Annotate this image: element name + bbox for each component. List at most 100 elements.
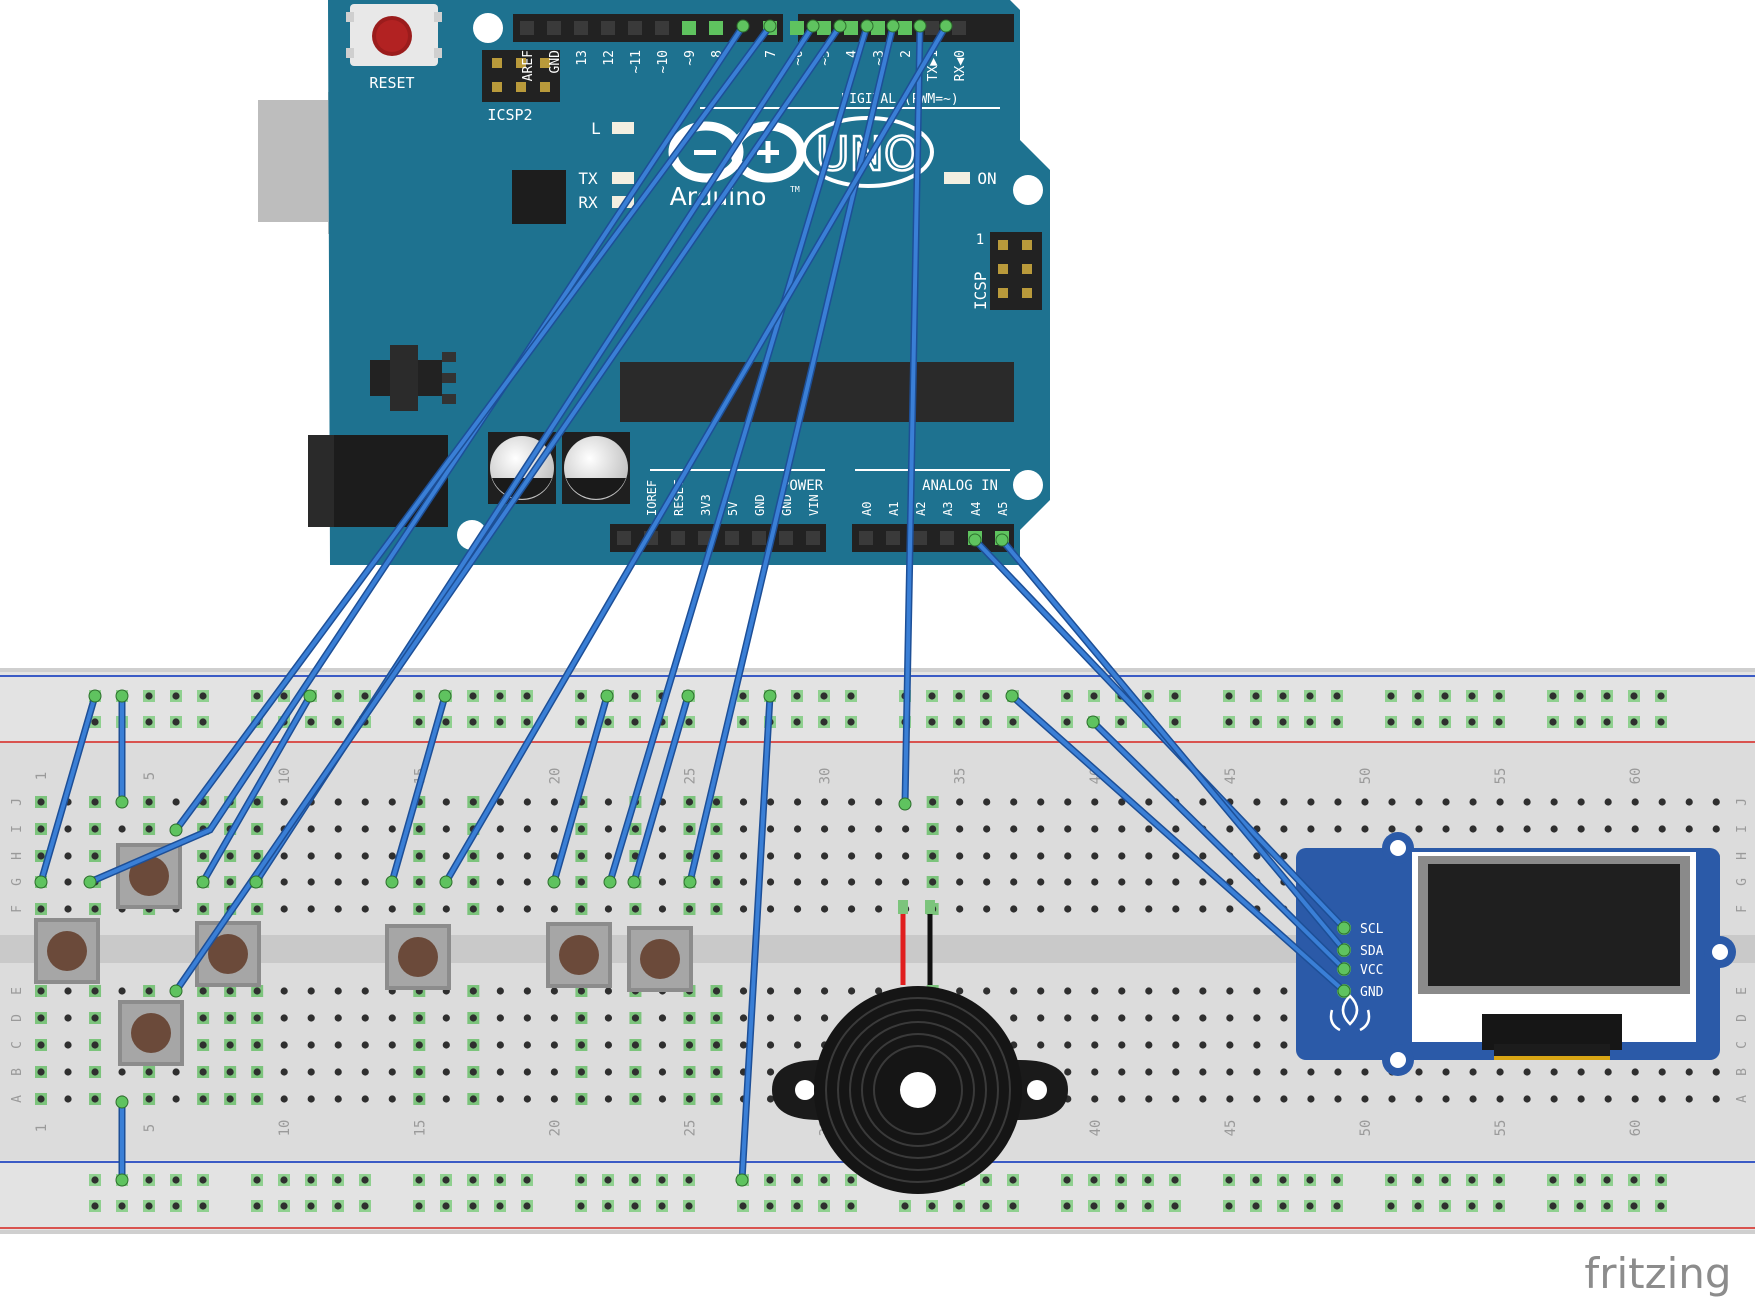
breadboard-hole: [658, 1068, 667, 1076]
wire-end: [735, 1173, 749, 1187]
rail-hole: [604, 718, 612, 726]
breadboard-hole: [1577, 798, 1585, 806]
digital-pin-label: ~9: [683, 50, 698, 66]
breadboard-hole: [172, 798, 180, 806]
breadboard-hole: [496, 798, 504, 806]
rail-hole: [334, 718, 342, 726]
rail-hole: [1306, 718, 1314, 726]
breadboard-hole: [1145, 1068, 1153, 1076]
breadboard-hole: [37, 852, 45, 860]
wire-end: [833, 19, 847, 33]
wire-end: [303, 689, 317, 703]
rail-hole: [1171, 718, 1179, 726]
breadboard-hole: [1172, 987, 1180, 995]
oled-screen: [1428, 864, 1680, 986]
wire-end: [438, 689, 452, 703]
rail-hole: [577, 1202, 585, 1210]
breadboard-hole: [929, 878, 937, 886]
wire-end: [736, 19, 750, 33]
rail-hole: [1576, 718, 1584, 726]
breadboard-hole: [1199, 905, 1207, 913]
breadboard-hole: [848, 798, 856, 806]
breadboard-hole: [820, 905, 829, 913]
rail-hole: [280, 1176, 288, 1184]
capacitor: [562, 432, 630, 504]
column-number: 5: [142, 772, 158, 780]
breadboard-hole: [1361, 1095, 1369, 1103]
rail-hole: [847, 718, 855, 726]
mount-hole: [1013, 175, 1043, 205]
rail-hole: [631, 692, 639, 700]
breadboard-hole: [280, 987, 288, 995]
breadboard-hole: [145, 1068, 153, 1076]
rail-hole: [1576, 692, 1584, 700]
rail-hole: [982, 1202, 990, 1210]
rail-hole: [1630, 692, 1638, 700]
breadboard-hole: [64, 1014, 72, 1022]
breadboard-hole: [577, 825, 586, 833]
rail-hole: [1549, 692, 1557, 700]
breadboard-hole: [1280, 1014, 1288, 1022]
icsp2-label: ICSP2: [487, 106, 532, 124]
wire-end: [1337, 921, 1351, 935]
digital-pin: [844, 21, 858, 35]
breadboard-hole: [766, 798, 775, 806]
rail-hole: [496, 718, 504, 726]
rail-hole: [334, 1202, 342, 1210]
breadboard-hole: [307, 1068, 315, 1076]
breadboard-hole: [902, 852, 910, 860]
rail-hole: [1171, 1202, 1179, 1210]
wire-end: [968, 533, 982, 547]
breadboard-hole: [1604, 1068, 1612, 1076]
oled-pin-label: SDA: [1360, 944, 1384, 959]
rail-hole: [469, 1176, 477, 1184]
breadboard-hole: [658, 1041, 667, 1049]
breadboard-hole: [929, 798, 937, 806]
breadboard-hole: [1145, 987, 1153, 995]
led-on-label: ON: [977, 169, 996, 188]
breadboard-hole: [1118, 1068, 1126, 1076]
breadboard-hole: [415, 1014, 423, 1022]
breadboard-hole: [37, 987, 45, 995]
breadboard-hole: [91, 852, 99, 860]
rail-hole: [1225, 718, 1233, 726]
breadboard-hole: [604, 1041, 613, 1049]
breadboard-hole: [685, 1095, 694, 1103]
breadboard-hole: [1280, 825, 1288, 833]
rail-hole: [469, 718, 477, 726]
breadboard-hole: [226, 878, 234, 886]
breadboard-hole: [1064, 852, 1072, 860]
wire-end: [627, 875, 641, 889]
breadboard-hole: [91, 825, 99, 833]
breadboard-hole: [577, 905, 586, 913]
breadboard-hole: [523, 852, 531, 860]
breadboard-hole: [658, 852, 667, 860]
rail-hole: [577, 692, 585, 700]
rail-hole: [469, 692, 477, 700]
breadboard-hole: [712, 798, 721, 806]
breadboard-hole: [1415, 1068, 1423, 1076]
breadboard-hole: [1199, 852, 1207, 860]
column-number: 60: [1628, 1120, 1644, 1137]
rail-hole: [361, 1202, 369, 1210]
breadboard-hole: [1064, 1014, 1072, 1022]
wire-rail-btn-4: [388, 692, 449, 886]
rail-hole: [1279, 692, 1287, 700]
breadboard-hole: [848, 825, 856, 833]
breadboard-hole: [253, 1014, 261, 1022]
breadboard-hole: [1253, 1014, 1261, 1022]
breadboard-hole: [118, 987, 126, 995]
wire-end: [1086, 715, 1100, 729]
breadboard-hole: [1010, 878, 1018, 886]
breadboard-hole: [307, 1041, 315, 1049]
breadboard-hole: [1307, 1095, 1315, 1103]
rail-hole: [199, 1176, 207, 1184]
rail-hole: [253, 1202, 261, 1210]
breadboard-hole: [523, 987, 531, 995]
wire-end: [681, 689, 695, 703]
breadboard-hole: [1010, 852, 1018, 860]
rail-hole: [928, 1202, 936, 1210]
breadboard-hole: [1496, 798, 1504, 806]
rail-hole: [1063, 1202, 1071, 1210]
rail-hole: [442, 1202, 450, 1210]
